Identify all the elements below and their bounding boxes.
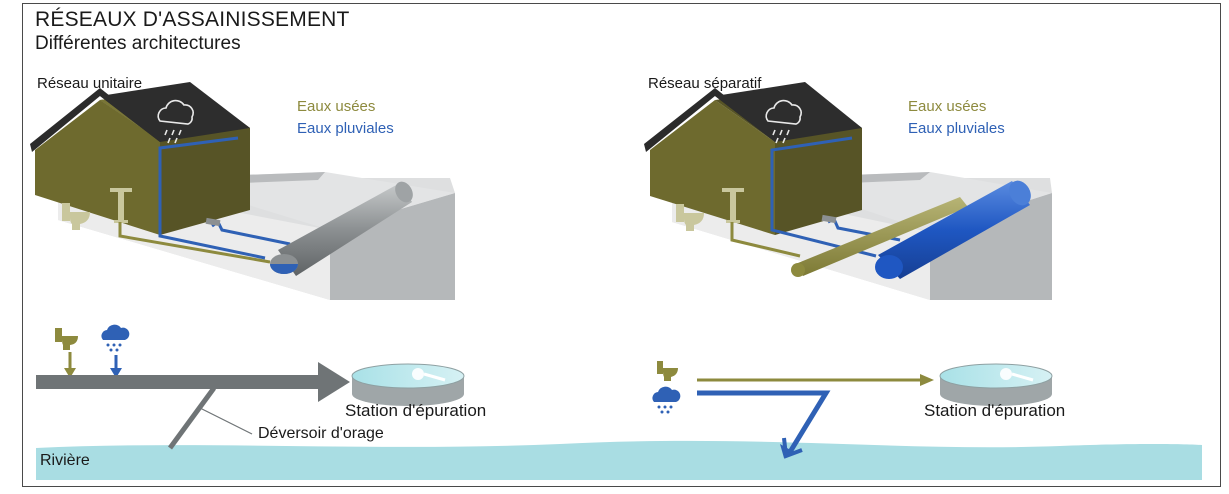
wastewater-house-pipe bbox=[730, 222, 801, 258]
storm-overflow-line bbox=[167, 386, 217, 450]
separate-flow-schematic bbox=[652, 361, 1053, 459]
wastewater-down-arrow bbox=[64, 352, 76, 378]
house-roof bbox=[715, 82, 862, 142]
unitary-flow-schematic bbox=[36, 324, 465, 450]
ground-side bbox=[330, 193, 455, 300]
legend-wastewater: Eaux usées bbox=[908, 98, 987, 115]
rain-cloud-icon bbox=[652, 386, 681, 414]
legend-wastewater: Eaux usées bbox=[297, 98, 376, 115]
wastewater-sewer-pipe bbox=[791, 197, 968, 277]
street-grate bbox=[205, 217, 221, 227]
rainwater-downpipe bbox=[158, 136, 266, 260]
legend-rainwater: Eaux pluviales bbox=[908, 120, 1005, 137]
station-label: Station d'épuration bbox=[924, 401, 1066, 420]
rain-cloud-icon bbox=[765, 99, 802, 144]
rainwater-down-arrow bbox=[110, 355, 122, 378]
river-label: Rivière bbox=[40, 452, 90, 469]
diagram-border bbox=[22, 3, 1221, 487]
wastewater-flow-arrow bbox=[697, 374, 934, 386]
street-grate bbox=[821, 214, 837, 224]
treatment-station-basin bbox=[351, 363, 465, 406]
combined-flow-arrow bbox=[36, 362, 350, 402]
rain-cloud-icon bbox=[101, 324, 130, 352]
house-front-wall bbox=[35, 100, 160, 235]
wastewater-house-pipe bbox=[118, 222, 271, 264]
rainwater-sewer-pipe bbox=[875, 180, 1031, 279]
unitary-network-label: Réseau unitaire bbox=[37, 75, 143, 92]
treatment-station-basin bbox=[939, 363, 1053, 406]
page-subtitle: Différentes architectures bbox=[35, 33, 241, 54]
separate-network-illustration bbox=[644, 82, 1052, 300]
rainwater-downpipe bbox=[770, 136, 877, 258]
unitary-network-illustration bbox=[30, 82, 455, 300]
storm-overflow-label: Déversoir d'orage bbox=[258, 425, 384, 442]
rainwater-flow-arrow bbox=[697, 390, 831, 459]
house-roof bbox=[100, 82, 250, 142]
toilet-icon bbox=[62, 203, 90, 230]
toilet-icon bbox=[657, 361, 678, 381]
toilet-icon bbox=[55, 328, 78, 350]
river bbox=[36, 440, 1202, 480]
overflow-leader-line bbox=[199, 407, 253, 435]
combined-sewer-pipe bbox=[270, 181, 413, 276]
page-title: RÉSEAUX D'ASSAINISSEMENT bbox=[35, 8, 350, 31]
separate-network-label: Réseau séparatif bbox=[648, 75, 762, 92]
sink-icon bbox=[110, 188, 132, 223]
house-front-wall bbox=[650, 100, 775, 235]
station-label: Station d'épuration bbox=[345, 401, 487, 420]
ground-side bbox=[930, 193, 1052, 300]
toilet-icon bbox=[676, 204, 704, 231]
rain-cloud-icon bbox=[157, 99, 194, 144]
legend-rainwater: Eaux pluviales bbox=[297, 120, 394, 137]
sink-icon bbox=[722, 188, 744, 223]
